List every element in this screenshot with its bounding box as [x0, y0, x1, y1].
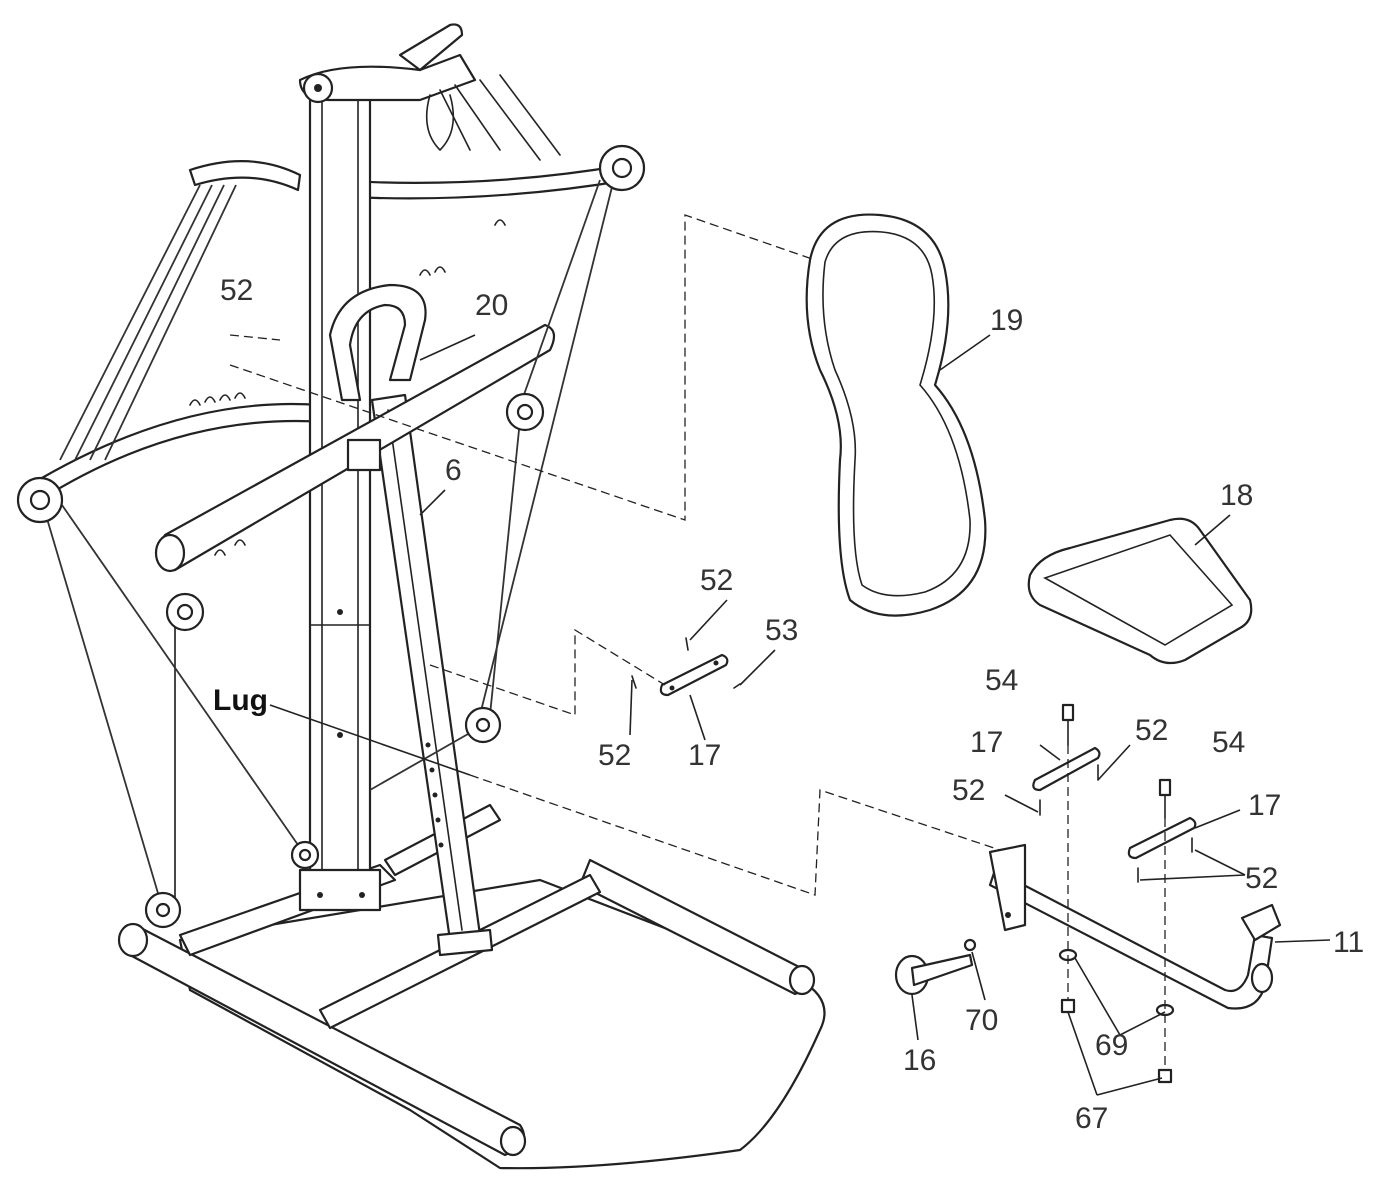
nut-67-b [1157, 1068, 1173, 1084]
callout-52-b: 52 [952, 774, 985, 807]
callout-52-a: 52 [1135, 714, 1168, 747]
callout-18: 18 [1220, 479, 1253, 512]
callout-54-a: 54 [985, 664, 1018, 697]
pulley-top-right [598, 144, 646, 192]
seat-pad-18 [1027, 517, 1253, 665]
floor-plate [178, 878, 826, 1170]
seat-bracket-assembly [894, 703, 1282, 1084]
callout-67: 67 [1075, 1102, 1108, 1135]
upper-rear-arc [188, 160, 302, 192]
cable-right [479, 174, 616, 716]
callout-17-a: 17 [970, 726, 1003, 759]
callout-20: 20 [475, 289, 508, 322]
callout-19: 19 [990, 304, 1023, 337]
top-cable-pulleys [439, 74, 561, 161]
tube-11-plate [988, 843, 1027, 932]
cable-left [39, 494, 161, 901]
leader-lines [269, 334, 1331, 1096]
callout-17-b: 17 [1248, 789, 1281, 822]
callout-52-top: 52 [220, 274, 253, 307]
pulley-mast-base [290, 840, 320, 870]
callout-16: 16 [903, 1044, 936, 1077]
callout-53: 53 [765, 614, 798, 647]
callout-54-b: 54 [1212, 726, 1245, 759]
callout-lug: Lug [213, 684, 268, 717]
bracket-17-middle [631, 637, 741, 697]
pulley-rail [464, 706, 502, 744]
washer-70 [963, 938, 977, 952]
pulley-crossbar-left [165, 592, 205, 632]
callout-11: 11 [1333, 926, 1364, 959]
top-handle [398, 23, 464, 72]
callout-17-mid: 17 [688, 739, 721, 772]
callout-52-mid: 52 [700, 564, 733, 597]
upper-arc-rod [328, 163, 630, 200]
mast-foot [298, 868, 382, 912]
callout-52-c: 52 [1245, 862, 1278, 895]
handle-20 [328, 283, 427, 402]
pulley-base-left [144, 891, 182, 929]
frame-assembly [16, 23, 646, 957]
back-pad-19 [805, 213, 987, 617]
pulley-left [16, 476, 64, 524]
callout-69: 69 [1095, 1029, 1128, 1062]
bracket-17-lower [1127, 816, 1197, 860]
seat-tube-11 [988, 868, 1274, 1010]
callout-52-low: 52 [598, 739, 631, 772]
callout-70: 70 [965, 1004, 998, 1037]
base-assembly [117, 803, 826, 1170]
bolt-54-a [1061, 703, 1075, 722]
bracket-17-upper [1032, 746, 1101, 792]
nut-67-a [1060, 998, 1076, 1014]
callout-6: 6 [445, 454, 462, 487]
pulley-crossbar-right [505, 392, 545, 432]
bolt-54-b [1158, 778, 1172, 797]
knob-16 [894, 953, 974, 996]
assembly-guide-lines [229, 214, 1001, 896]
callout-labels: 52 20 19 18 6 52 53 52 17 Lug 54 17 52 5… [213, 274, 1364, 1135]
